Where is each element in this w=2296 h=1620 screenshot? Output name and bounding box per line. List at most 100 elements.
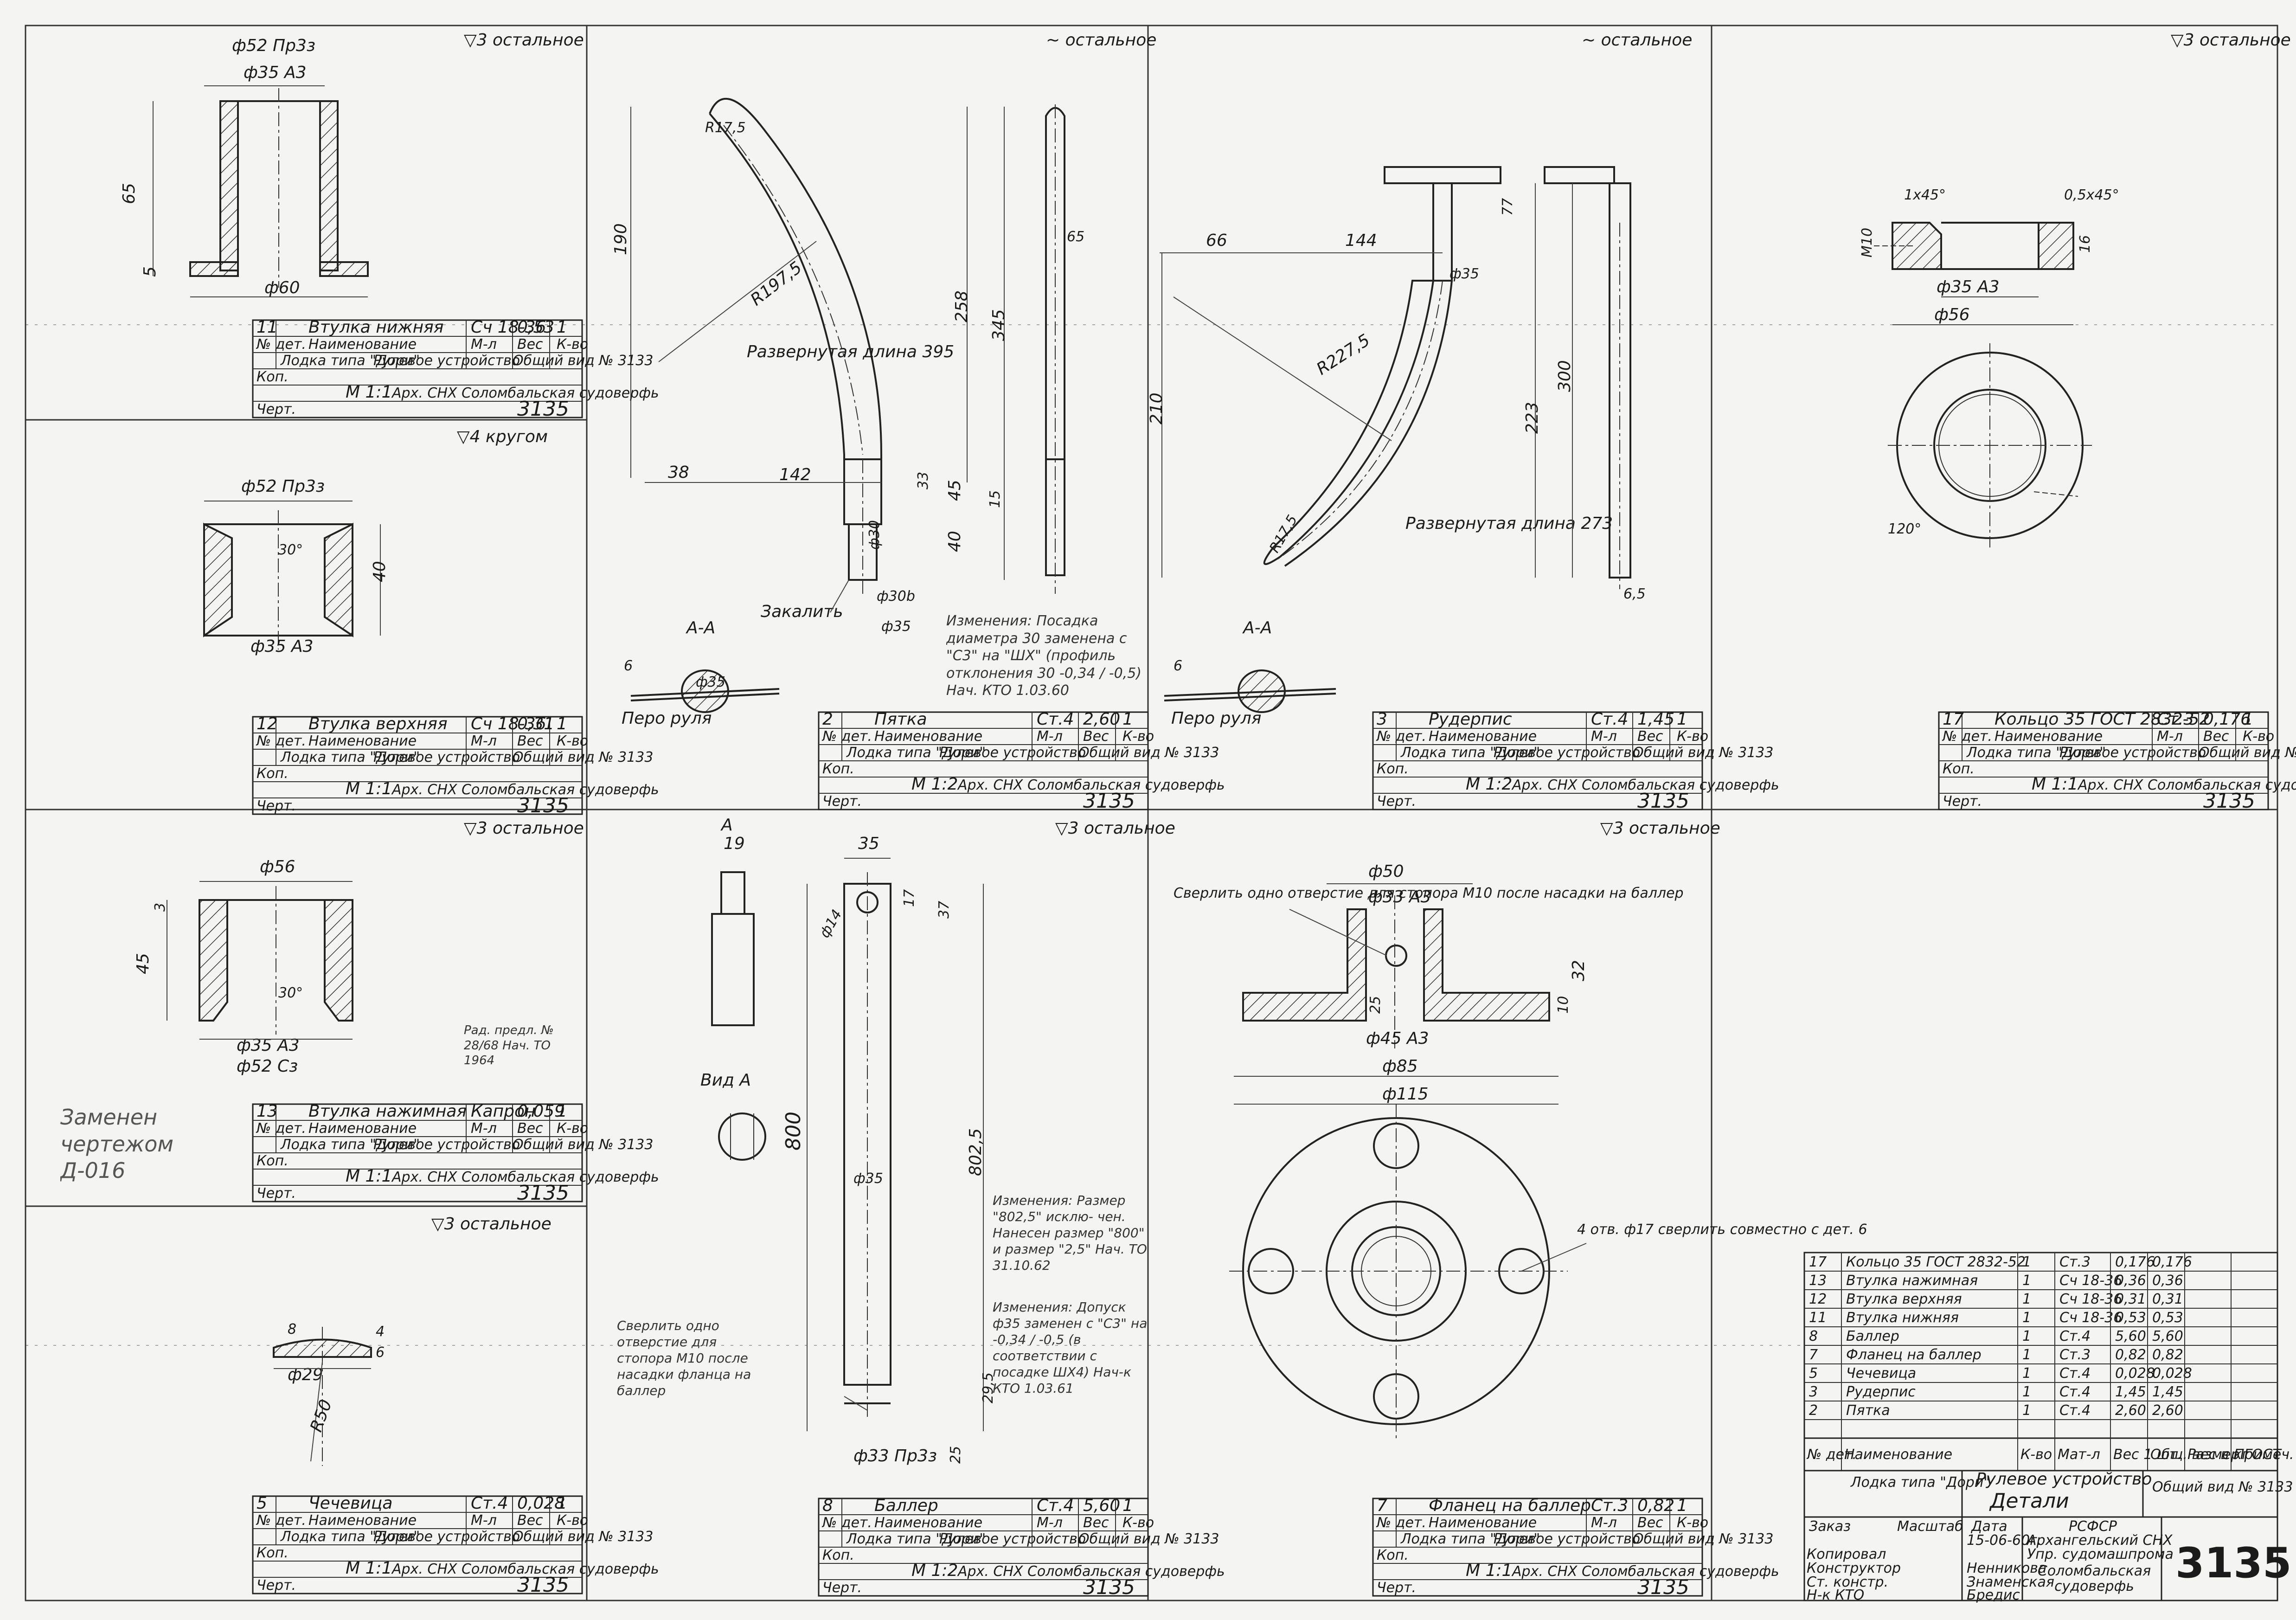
spec-cell: 5,60 bbox=[2152, 1328, 2183, 1344]
dim-p2-section-d35: ф35 bbox=[696, 674, 725, 690]
spec-cell: 1 bbox=[2022, 1328, 2031, 1344]
title-org: Арх. СНХ Соломбальская судоверфь bbox=[1511, 1563, 1779, 1580]
spec-cell: 0,36 bbox=[2152, 1273, 2183, 1289]
spec-cell: 0,028 bbox=[2115, 1365, 2155, 1382]
title-kop: Коп. bbox=[257, 1545, 289, 1561]
spec-cell: Рудерпис bbox=[1846, 1384, 1916, 1400]
note-stopper-baller: Сверлить одно отверстие для стопора М10 … bbox=[617, 1318, 751, 1398]
title-cell: Рудерпис bbox=[1429, 710, 1512, 729]
title-cell: Ст.4 bbox=[1591, 710, 1628, 729]
spec-cell: 0,176 bbox=[2152, 1254, 2192, 1270]
title-cell: Ст.4 bbox=[1037, 710, 1074, 729]
dim-p17-d35: ф35 А3 bbox=[1937, 277, 2000, 296]
note-change-3: Изменения: Допуск ф35 заменен с "С3" на … bbox=[993, 1299, 1147, 1396]
title-cell: 2 bbox=[822, 710, 833, 729]
title-cell: 13 bbox=[257, 1102, 278, 1121]
title-cell: № дет. bbox=[256, 733, 306, 749]
dim-p11-d60: ф60 bbox=[264, 278, 300, 297]
title-cell: Вес bbox=[517, 1120, 543, 1137]
title-cell: К-во bbox=[1122, 728, 1154, 745]
title-cell: Вес bbox=[1637, 728, 1663, 745]
title-cell: Втулка верхняя bbox=[308, 714, 448, 733]
title-cell: Вес bbox=[517, 336, 543, 353]
spec-cell: Ст.4 bbox=[2059, 1328, 2091, 1344]
part-7-finish: ▽3 остальное bbox=[1600, 819, 1720, 838]
spec-cell: 0,31 bbox=[2115, 1291, 2146, 1307]
dim-p5-r50: R50 bbox=[307, 1397, 336, 1435]
title-org: Арх. СНХ Соломбальская судоверфь bbox=[2077, 777, 2296, 793]
spec-cell: 1 bbox=[2022, 1310, 2031, 1326]
title-org: Арх. СНХ Соломбальская судоверфь bbox=[391, 385, 659, 401]
spec-cell: 1,45 bbox=[2152, 1384, 2183, 1400]
title-cell: Кольцо 35 ГОСТ 2832-52 bbox=[1995, 710, 2210, 729]
dim-p7-d45: ф45 А3 bbox=[1366, 1029, 1429, 1048]
title-cell: Вес bbox=[1637, 1515, 1663, 1531]
title-cell: Наименование bbox=[1429, 1515, 1537, 1531]
title-assembly: Рулевое устройство bbox=[939, 745, 1086, 761]
dim-p7-d33: ф33 А3 bbox=[1368, 887, 1431, 906]
dim-p8-35: 35 bbox=[858, 834, 879, 853]
title-cell: 1 bbox=[557, 714, 567, 733]
title-cell: Вес bbox=[517, 1512, 543, 1529]
title-kop: Коп. bbox=[822, 1547, 854, 1563]
view-a-arrow: А bbox=[720, 816, 733, 835]
title-cher: Черт. bbox=[257, 401, 296, 418]
title-num: 3135 bbox=[517, 1181, 569, 1205]
title-cell: 11 bbox=[257, 318, 278, 337]
tb-role-1: Конструктор bbox=[1807, 1560, 1901, 1576]
part-2-drawing: ~ остальное R17,5 R197,5 190 38 142 258 … bbox=[611, 31, 1156, 728]
title-cell: 7 bbox=[1377, 1496, 1387, 1515]
tb-boat: Лодка типа "Дори" bbox=[1850, 1474, 1990, 1491]
dim-p7-d50: ф50 bbox=[1368, 862, 1404, 881]
title-cell: Наименование bbox=[308, 733, 417, 749]
part-8-drawing: ▽3 остальное А 19 Вид А 35 ф14 17 37 800… bbox=[700, 816, 1175, 1466]
title-cell: 1 bbox=[1677, 710, 1687, 729]
tb-assembly: Рулевое устройство bbox=[1976, 1470, 2152, 1489]
title-gen: Общий вид № 3133 bbox=[2199, 745, 2296, 761]
tb-org4: Соломбальская судоверфь bbox=[2038, 1563, 2151, 1594]
dim-p8-802: 802,5 bbox=[966, 1128, 985, 1176]
title-boat: Лодка типа "Дори" bbox=[1966, 745, 2106, 761]
title-boat: Лодка типа "Дори" bbox=[280, 749, 420, 765]
title-cell: 1 bbox=[557, 318, 567, 337]
title-assembly: Рулевое устройство bbox=[939, 1531, 1086, 1547]
spec-header-cell: Мат-л bbox=[2058, 1446, 2100, 1463]
spec-cell: 1 bbox=[2022, 1347, 2031, 1363]
spec-header-cell: № дет. bbox=[1806, 1446, 1857, 1463]
spec-cell: 17 bbox=[1809, 1254, 1827, 1270]
spec-cell: Втулка верхняя bbox=[1846, 1291, 1962, 1307]
spec-cell: Пятка bbox=[1846, 1402, 1890, 1419]
title-cell: К-во bbox=[557, 336, 588, 353]
title-cell: 12 bbox=[257, 714, 278, 733]
title-num: 3135 bbox=[517, 794, 569, 817]
dim-p8-d14: ф14 bbox=[816, 907, 845, 941]
title-cell: М-л bbox=[471, 1512, 497, 1529]
dim-p3-223: 223 bbox=[1523, 402, 1542, 434]
title-cell: 1 bbox=[2243, 710, 2253, 729]
tb-name-0: Ненникова bbox=[1967, 1560, 2046, 1576]
title-assembly: Рулевое устройство bbox=[2059, 745, 2206, 761]
title-org: Арх. СНХ Соломбальская судоверфь bbox=[391, 1561, 659, 1577]
title-cell: М-л bbox=[471, 1120, 497, 1137]
dim-p2-6: 6 bbox=[624, 658, 633, 674]
spec-cell: 0,53 bbox=[2115, 1310, 2146, 1326]
title-cell: № дет. bbox=[821, 728, 872, 745]
title-cell: № дет. bbox=[1376, 1515, 1426, 1531]
title-cell: Пятка bbox=[874, 710, 927, 729]
tb-role-3: Н-к КТО bbox=[1807, 1587, 1864, 1603]
spec-cell: 2,60 bbox=[2152, 1402, 2183, 1419]
part-5-drawing: ▽3 остальное 8 ф29 4 6 R50 bbox=[273, 1215, 552, 1466]
part-13-finish: ▽3 остальное bbox=[464, 819, 584, 838]
spec-cell: Втулка нижняя bbox=[1846, 1310, 1959, 1326]
part-13-drawing: ▽3 остальное ф56 30° 45 3 ф35 А3 ф52 Сз bbox=[134, 819, 584, 1076]
title-gen: Общий вид № 3133 bbox=[513, 1137, 653, 1153]
spec-cell: Сч 18-36 bbox=[2059, 1273, 2122, 1289]
title-cell: Вес bbox=[1083, 1515, 1109, 1531]
title-scale: М 1:2 bbox=[911, 1561, 958, 1580]
title-cell: Ст.4 bbox=[471, 1494, 508, 1513]
spec-cell: 5 bbox=[1809, 1365, 1818, 1382]
dim-p7-25: 25 bbox=[1367, 996, 1384, 1014]
title-cell: М-л bbox=[1037, 1515, 1063, 1531]
